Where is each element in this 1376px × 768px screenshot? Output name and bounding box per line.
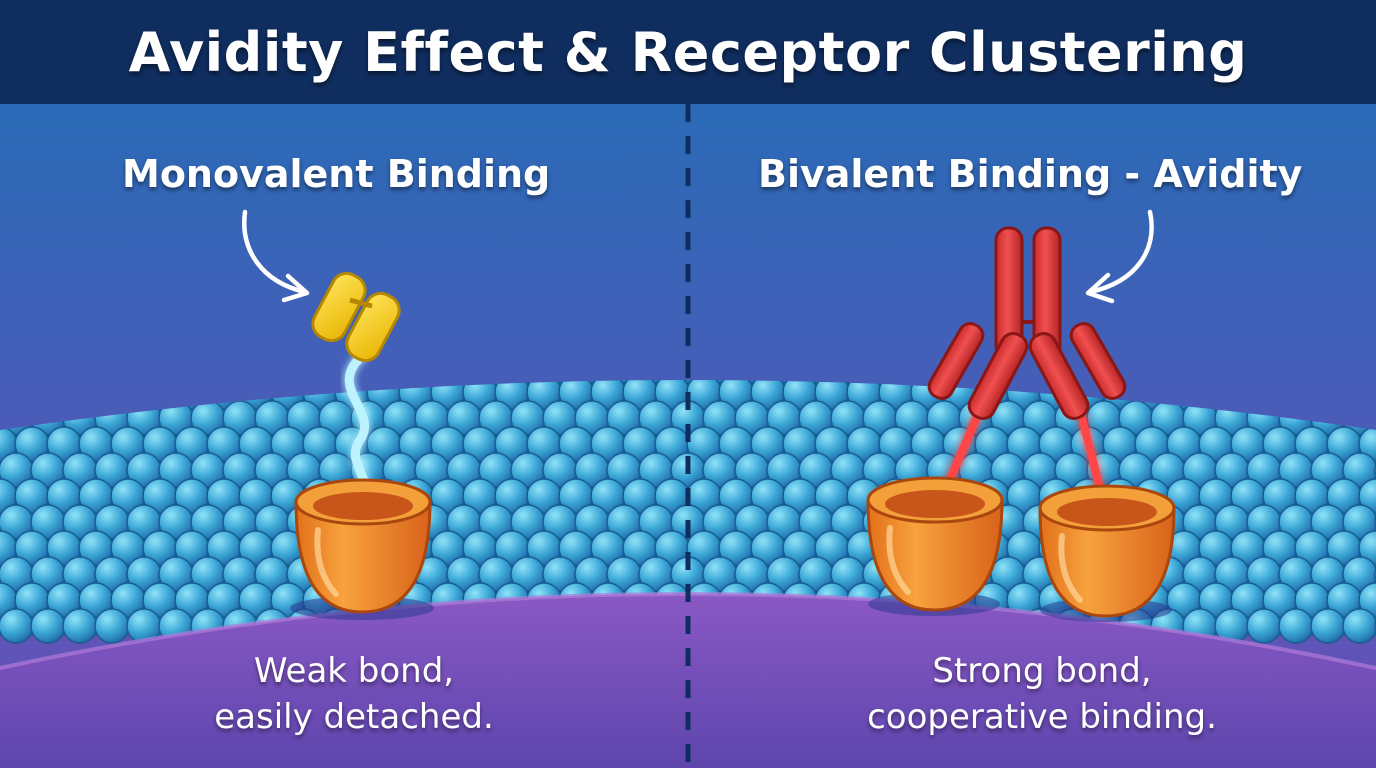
membrane-bead (766, 380, 802, 384)
membrane-bead (542, 380, 578, 384)
antibody-icon (927, 226, 1127, 420)
membrane-bead (62, 608, 98, 644)
diagram-title: Avidity Effect & Receptor Clustering (128, 20, 1248, 84)
monovalent-heading: Monovalent Binding (122, 152, 551, 196)
membrane-bead (1278, 608, 1314, 644)
membrane-bead (1342, 452, 1376, 488)
monovalent-ligand-icon (311, 271, 401, 363)
membrane-bead (1374, 504, 1376, 540)
membrane-bead (830, 380, 866, 384)
membrane-bead (606, 380, 642, 384)
membrane-bead (1358, 582, 1376, 618)
membrane-bead (30, 608, 66, 644)
receptor-cup-right-icon (1038, 484, 1176, 622)
membrane-bead (1342, 556, 1376, 592)
monovalent-caption-line1: Weak bond, (253, 651, 455, 691)
membrane-bead (670, 380, 706, 384)
receptor-cup-left-icon (866, 476, 1004, 616)
monovalent-caption: Weak bond, easily detached. (214, 648, 494, 740)
membrane-bead (1374, 452, 1376, 488)
bivalent-caption-line1: Strong bond, (932, 651, 1152, 691)
membrane-bead (1358, 426, 1376, 462)
membrane-bead (0, 608, 34, 644)
membrane-bead (1246, 608, 1282, 644)
membrane-bead (574, 380, 610, 384)
membrane-bead (1310, 608, 1346, 644)
membrane-bead (1358, 478, 1376, 514)
curved-arrow-left-icon (242, 209, 308, 295)
bivalent-caption-line2: cooperative binding. (867, 697, 1217, 737)
membrane-bead (798, 380, 834, 384)
membrane-bead (702, 380, 738, 384)
membrane-bead (734, 380, 770, 384)
membrane-bead (1358, 530, 1376, 566)
receptor-cup-icon (290, 478, 434, 620)
membrane-bead (94, 608, 130, 644)
title-bar: Avidity Effect & Receptor Clustering (0, 0, 1376, 104)
bivalent-binding-illustration (866, 209, 1176, 622)
membrane-bead (1374, 556, 1376, 592)
membrane-bead (638, 380, 674, 384)
monovalent-binding-illustration (242, 209, 434, 620)
membrane-bead (1342, 608, 1376, 644)
monovalent-caption-line2: easily detached. (214, 697, 494, 737)
curved-arrow-right-icon (1087, 209, 1154, 295)
bivalent-caption: Strong bond, cooperative binding. (867, 648, 1217, 740)
bivalent-heading: Bivalent Binding - Avidity (758, 152, 1303, 196)
membrane-bead (510, 380, 546, 384)
membrane-bead (1342, 504, 1376, 540)
membrane-bead (1374, 608, 1376, 644)
